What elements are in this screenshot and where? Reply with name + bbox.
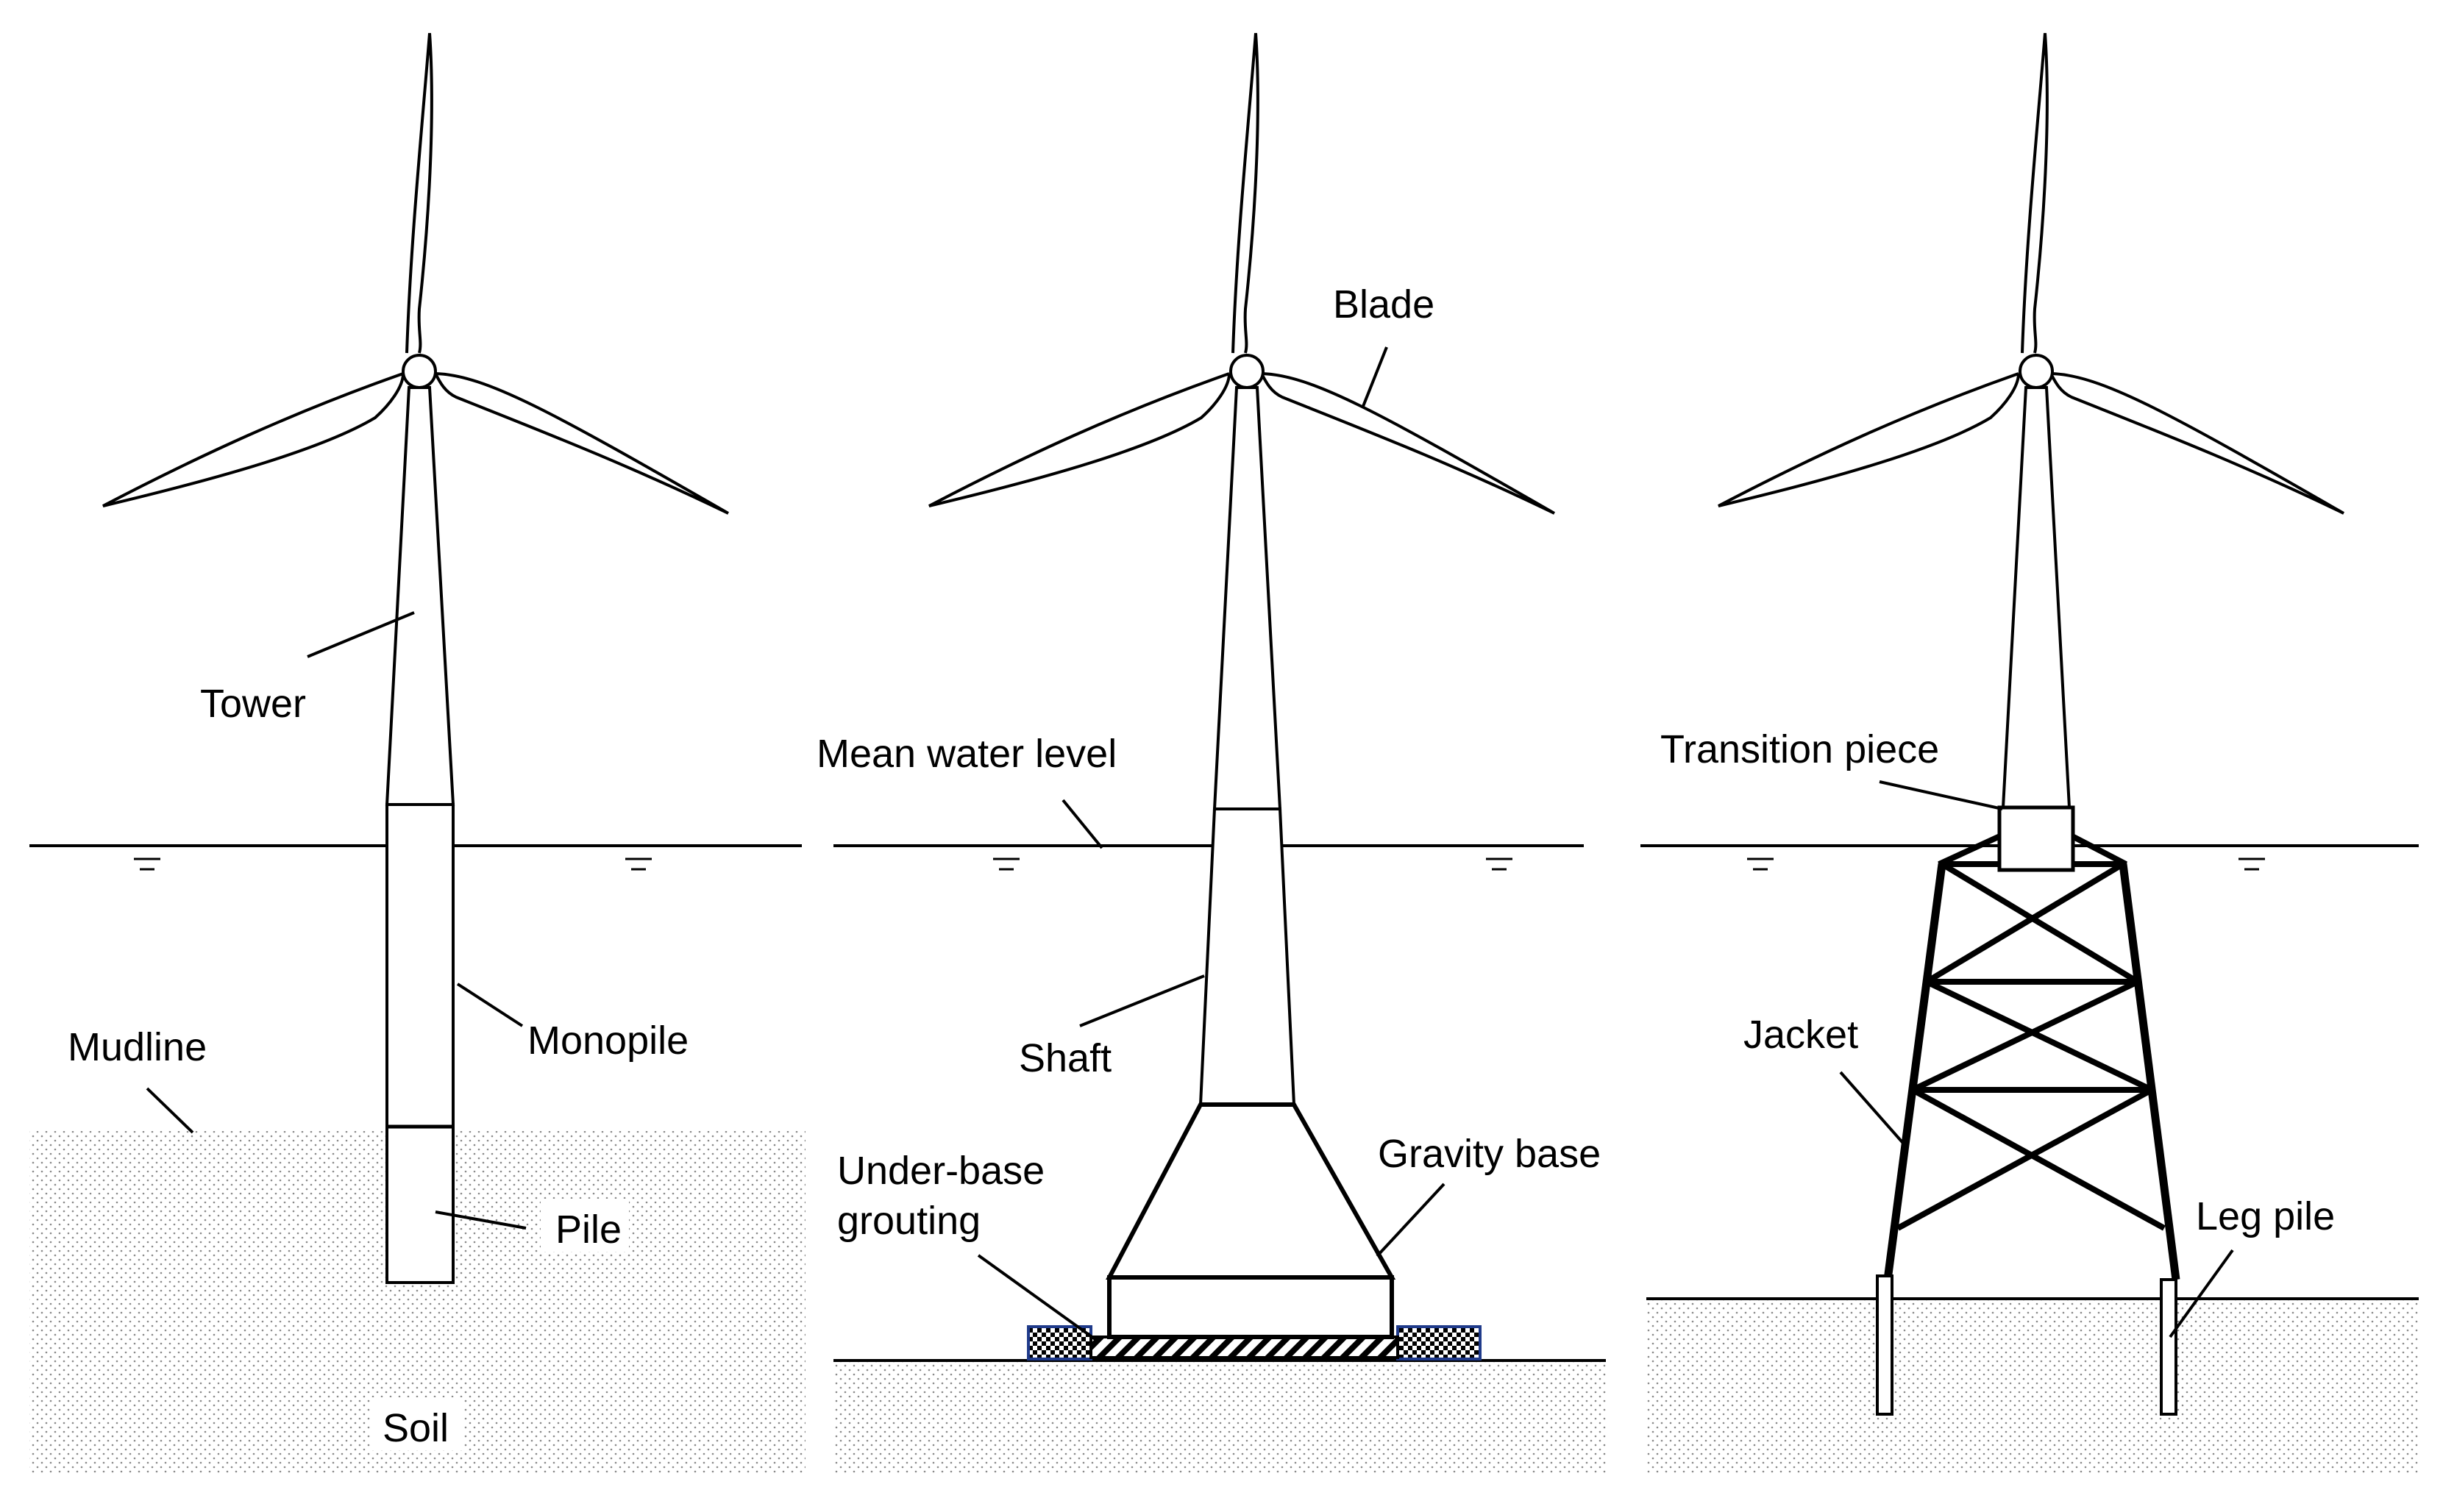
soil-label: Soil [383,1406,449,1450]
under-base-grouting-label-line2: grouting [837,1199,981,1243]
jacket-diagonal-brace [1911,1087,2166,1231]
jacket-leg-left [1883,863,1946,1280]
leg-pile-right [2160,1278,2177,1416]
gravity-base-cone [1106,1102,1396,1280]
tower-label: Tower [200,682,306,726]
water-level-symbol [1486,857,1512,871]
turbine-rotor [928,32,1555,515]
gravity-base-slab [1107,1275,1394,1339]
seabed-soil [833,1361,1606,1473]
blade-left [1718,372,2020,507]
blade-left [102,372,405,507]
tower [1212,386,1282,810]
under-base-grouting-label-line1: Under-base [837,1149,1045,1193]
blade-upper [1231,32,1259,354]
hub [2019,354,2054,389]
water-level-symbol [1747,857,1774,871]
blade-upper [2021,32,2049,354]
under-base-grouting-left [1027,1325,1092,1361]
transition-piece-label: Transition piece [1660,727,1939,771]
gravity-base-leader-line [1376,1183,1445,1258]
soil-label-bg [371,1397,463,1450]
jacket-diagonal-brace [1940,861,2140,985]
monopile-label: Monopile [527,1019,689,1063]
jacket-leader-line [1839,1071,1908,1149]
blade-upper [405,32,433,354]
under-base-grouting [1089,1336,1399,1359]
transition-piece-leader-line [1879,780,2003,810]
mudline-label: Mudline [68,1025,207,1069]
pile-leader-line [435,1210,527,1230]
water-level-symbol [625,857,652,871]
water-level-symbol [2238,857,2265,871]
blade-left [928,372,1231,507]
mudline-leader-line [146,1087,194,1134]
pile-label: Pile [555,1208,622,1252]
jacket-diagonal-brace [1896,1087,2153,1231]
hub [1229,354,1265,389]
blade-label: Blade [1333,282,1434,327]
jacket-diagonal-brace [1925,979,2153,1093]
jacket-label: Jacket [1743,1013,1858,1057]
under-base-grouting-right [1396,1325,1482,1361]
jacket-diagonal-brace [1924,861,2125,985]
blade-right [434,372,729,515]
turbine-rotor [1718,32,2344,515]
mean-water-level-label: Mean water level [817,732,1117,776]
tower-leader-line [307,611,415,658]
panel-jacket: Transition piece Jacket Leg pile [1640,32,2419,1473]
tower [385,386,455,806]
jacket-structure [1883,832,2180,1280]
jacket-leg-right [2119,863,2180,1280]
pile-label-bg [541,1199,629,1252]
tower [2001,386,2072,809]
shaft-label: Shaft [1019,1036,1112,1080]
panel-gravity-base: Blade Mean water level Shaft Under-base … [817,32,1606,1473]
transition-piece [1997,805,2075,872]
mean-water-level-leader-line [1062,799,1103,849]
shaft-leader-line [1079,974,1205,1027]
pile [385,1125,455,1284]
blade-right [2049,372,2344,515]
gravity-base-label: Gravity base [1378,1132,1601,1176]
water-level-symbol [993,857,1020,871]
jacket-diagonal-brace [1911,979,2139,1093]
monopile-upper [385,803,455,1128]
leg-pile-leader-line [2169,1249,2234,1338]
blade-leader-line [1361,346,1388,409]
shaft [1198,807,1296,1106]
under-base-grouting-leader-line [977,1254,1098,1341]
leg-pile-left [1876,1274,1893,1416]
seabed-soil [1646,1299,2419,1473]
water-level-symbol [134,857,160,871]
hub [402,354,437,389]
monopile-leader-line [456,983,524,1027]
leg-pile-label: Leg pile [2196,1194,2335,1238]
panel-monopile: Tower Monopile Mudline Pile Soil [29,32,806,1473]
blade-right [1260,372,1555,515]
